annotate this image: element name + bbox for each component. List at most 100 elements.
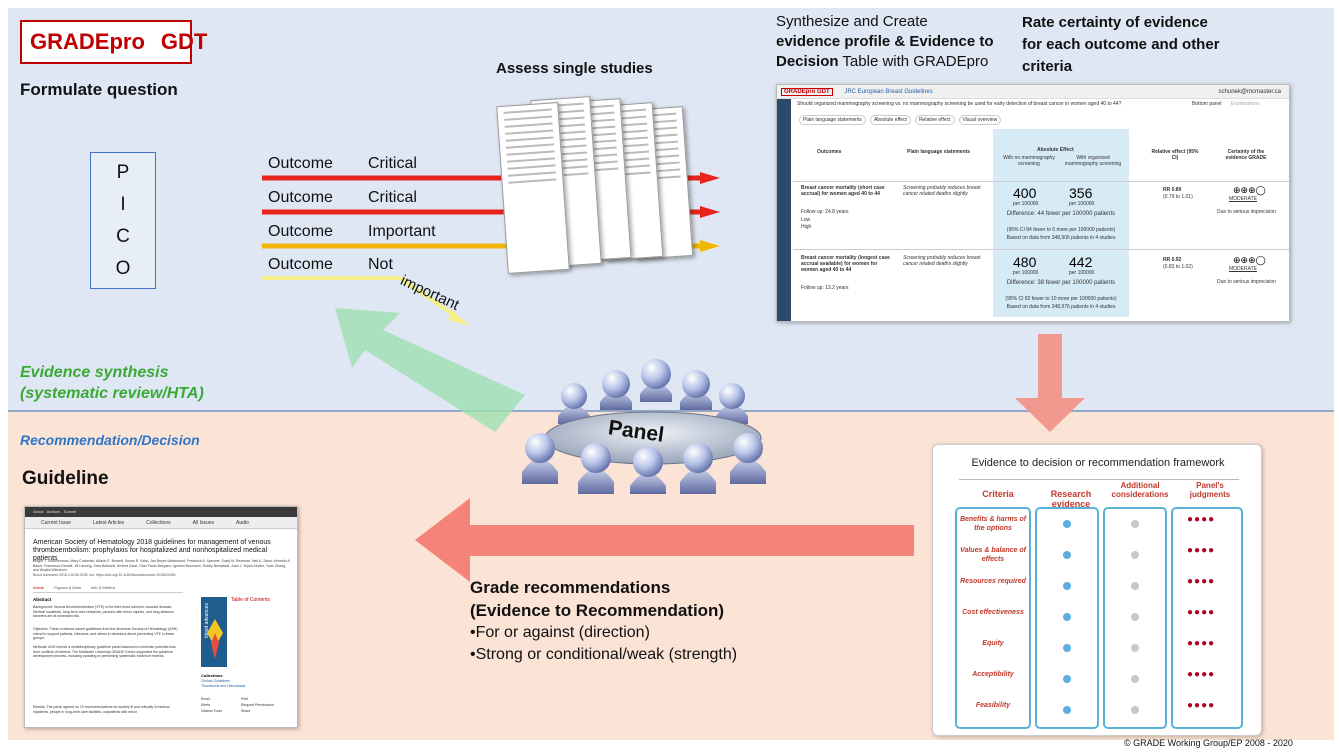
row2-certainty: MODERATE <box>1229 266 1257 272</box>
journal-cover-art <box>207 619 223 659</box>
framework-criterion-5: Equity <box>982 640 1004 647</box>
toggle-plain-language: Plain language statements <box>799 115 866 125</box>
evidence-synthesis-line-1: Evidence synthesis <box>20 364 169 381</box>
journal-action-print: Print <box>241 697 249 701</box>
row1-option-high: High <box>801 224 812 230</box>
row1-rr-ci: (0.79 to 1.01) <box>1163 194 1193 200</box>
header-with-no-screening: With no mammography screening <box>1003 155 1055 167</box>
journal-collections-heading: Collections <box>201 673 223 678</box>
panel-judgment-dots-7: ●●●● <box>1187 700 1216 711</box>
synthesize-line-3-rest: Table with GRADEpro <box>838 53 989 70</box>
row1-certainty: MODERATE <box>1229 196 1257 202</box>
toggle-absolute-effect: Absolute effect <box>869 115 911 125</box>
journal-tab-collections: Collections <box>146 520 171 526</box>
additional-considerations-dot-7 <box>1131 706 1139 714</box>
journal-authors: Holger J. Schünemann, Mary Cushman, Alli… <box>33 559 291 572</box>
framework-col-judgments: Panel's judgments <box>1189 481 1231 499</box>
row2-certainty-reason: Due to serious imprecision <box>1217 279 1276 285</box>
evidence-synthesis-line-2: (systematic review/HTA) <box>20 385 204 402</box>
journal-article-title: American Society of Hematology 2018 guid… <box>33 539 271 562</box>
panel-illustration <box>522 359 766 494</box>
outcome-label-4: Outcome <box>268 256 333 273</box>
journal-action-citation: Citation Tools <box>201 709 222 713</box>
panel-judgment-dots-2: ●●●● <box>1187 545 1216 556</box>
section-divider <box>8 410 1334 412</box>
research-evidence-dot-2 <box>1063 551 1071 559</box>
toggle-visual-overview: Visual overview <box>958 115 1002 125</box>
framework-col-criteria: Criteria <box>982 489 1014 499</box>
grade-recs-bullet-2: •Strong or conditional/weak (strength) <box>470 646 738 663</box>
row2-ci: (95% CI 82 fewer to 10 more per 100000 p… <box>1005 296 1117 302</box>
journal-objective: Objective: These evidence-based guidelin… <box>33 627 178 641</box>
etd-framework-panel: Evidence to decision or recommendation f… <box>932 444 1262 736</box>
framework-criterion-6: Acceptibility <box>972 671 1014 678</box>
synthesize-label: Synthesize and Create evidence profile &… <box>776 12 994 72</box>
row-rule <box>793 249 1289 250</box>
outcome-arrowhead-3 <box>700 240 720 252</box>
logo-text-gradepro: GRADEpro <box>30 29 145 54</box>
row1-followup: Follow up: 24.8 years <box>801 209 849 215</box>
gradepro-toggle-row: Plain language statements Absolute effec… <box>799 115 1002 125</box>
row1-outcome: Breast cancer mortality (short case accr… <box>801 185 885 197</box>
framework-criterion-2: Values & balance of effects <box>960 547 1026 563</box>
framework-criteria-column <box>955 507 1031 729</box>
journal-action-alerts: Alerts <box>201 703 210 707</box>
additional-considerations-dot-4 <box>1131 613 1139 621</box>
synthesize-line-2: evidence profile & Evidence to <box>776 33 994 50</box>
journal-action-permissions: Request Permissions <box>241 703 275 707</box>
gradepro-logo: GRADEpro GDT <box>20 20 207 64</box>
additional-considerations-dot-2 <box>1131 551 1139 559</box>
row2-unit-2: per 100000 <box>1069 270 1095 276</box>
journal-tab-figures: Figures & Data <box>54 585 81 590</box>
journal-collection-1: Clinical Guidelines <box>201 679 230 683</box>
outcome-arrowhead-2 <box>700 206 720 218</box>
copyright-notice: © GRADE Working Group/EP 2008 - 2020 <box>1124 738 1293 748</box>
framework-title: Evidence to decision or recommendation f… <box>971 457 1225 469</box>
panel-judgment-dots-4: ●●●● <box>1187 607 1216 618</box>
journal-nav-submit: Submit <box>63 509 77 514</box>
outcome-arrowhead-4 <box>448 310 470 326</box>
grade-recs-title-1: Grade recommendations <box>470 578 671 597</box>
framework-col-additional: Additional considerations <box>1111 481 1169 499</box>
grade-recs-bullet-1: •For or against (direction) <box>470 624 650 641</box>
framework-col-research: Research evidence <box>1050 489 1092 509</box>
framework-criterion-4: Cost effectiveness <box>962 609 1024 616</box>
row2-unit-1: per 100000 <box>1013 270 1039 276</box>
research-evidence-dot-6 <box>1063 675 1071 683</box>
journal-article-tabs: Article Figures & Data Info & Metrics <box>33 585 183 593</box>
journal-tab-info: Info & Metrics <box>90 585 116 590</box>
pico-box: P I C O <box>90 152 156 289</box>
framework-title-rule <box>959 479 1239 480</box>
journal-nav-authors: Authors <box>46 509 61 514</box>
outcome-importance-4: Not <box>368 256 393 273</box>
formulate-question-label: Formulate question <box>20 80 178 99</box>
grade-recommendations-block: Grade recommendations (Evidence to Recom… <box>470 576 737 666</box>
outcome-importance-1: Critical <box>368 155 417 172</box>
gradepro-bottom-panel-toggle: Bottom panel <box>1192 101 1222 107</box>
rate-certainty-label: Rate certainty of evidence for each outc… <box>1022 12 1220 78</box>
certainty-down-arrow <box>1015 334 1085 432</box>
research-evidence-dot-3 <box>1063 582 1071 590</box>
outcome-importance-3: Important <box>368 223 436 240</box>
gradepro-sidebar <box>777 99 791 321</box>
journal-tab-latest: Latest Articles <box>93 520 125 526</box>
outcome-label-2: Outcome <box>268 189 333 206</box>
pico-c: C <box>116 226 130 247</box>
framework-criterion-1: Benefits & harms of the options <box>959 516 1027 532</box>
framework-criterion-7: Feasibility <box>975 702 1011 709</box>
header-certainty: Certainty of the evidence GRADE <box>1225 149 1267 161</box>
panel-front-people <box>522 433 766 494</box>
gradepro-screenshot: GRADEpro GDT JRC European Breast Guideli… <box>776 84 1290 322</box>
rate-certainty-line-1: Rate certainty of evidence <box>1022 14 1208 31</box>
pico-i: I <box>120 194 126 215</box>
journal-toc-link: Table of Contents <box>231 597 270 603</box>
row2-rr-ci: (0.83 to 1.02) <box>1163 264 1193 270</box>
additional-considerations-dot-1 <box>1131 520 1139 528</box>
header-absolute-effect: Absolute Effect <box>1037 147 1074 153</box>
journal-action-email: Email <box>201 697 210 701</box>
header-with-screening: With organized mammography screening <box>1064 155 1122 167</box>
row1-rr: RR 0.89 <box>1163 187 1182 193</box>
row1-option-low: Low <box>801 217 811 223</box>
recommendation-decision-label: Recommendation/Decision <box>20 432 200 448</box>
rate-certainty-line-2: for each outcome and other <box>1022 36 1220 53</box>
